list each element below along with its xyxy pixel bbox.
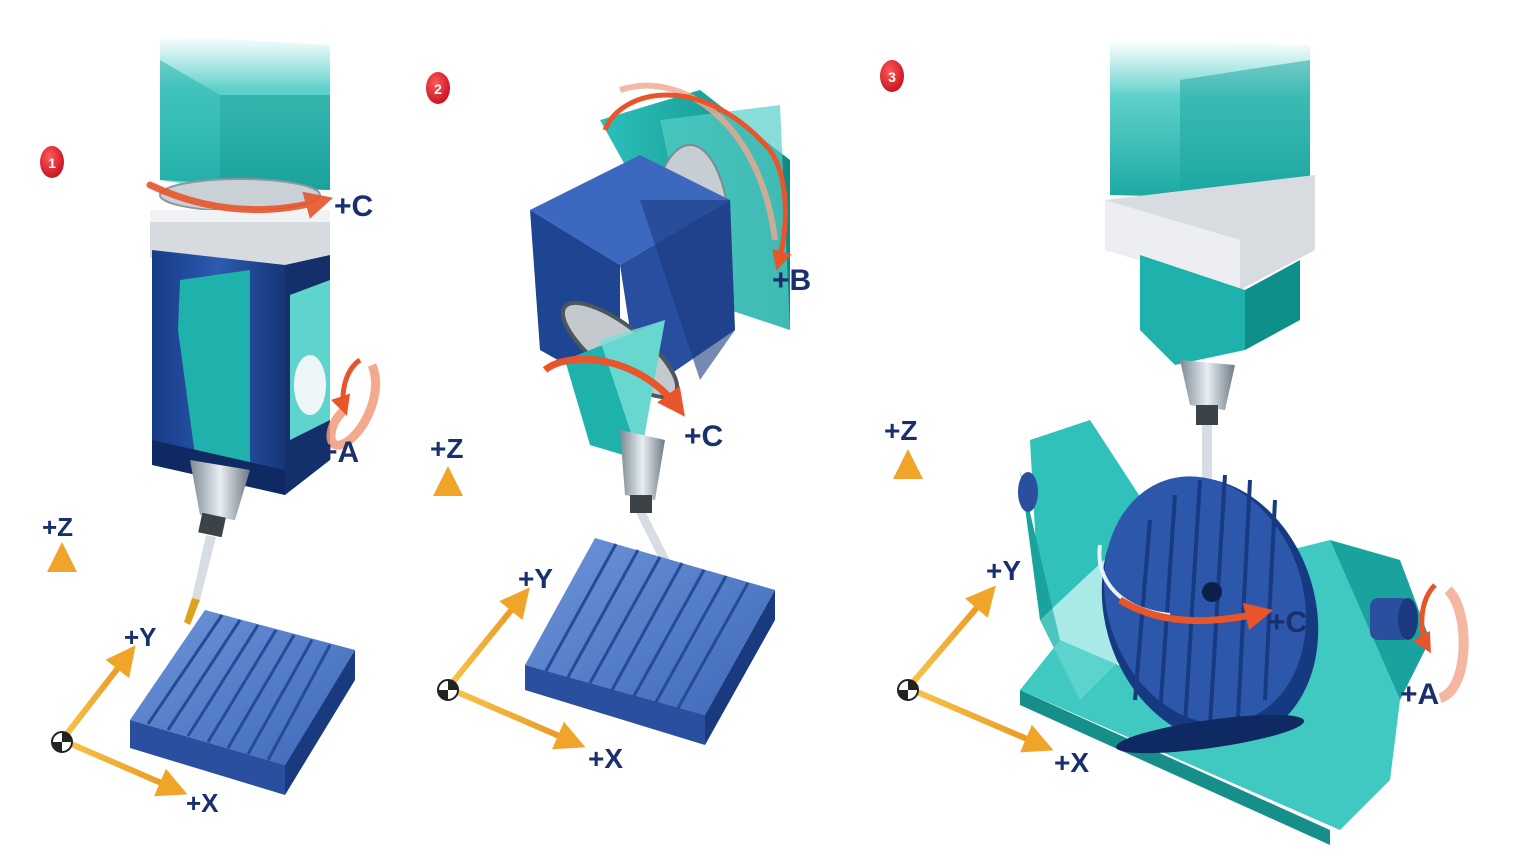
rotation-label-c-1: +C bbox=[334, 190, 373, 223]
worktable-2 bbox=[525, 538, 775, 745]
axes-1: +Z +Y +X bbox=[42, 512, 219, 818]
badge-2: 2 bbox=[426, 72, 450, 104]
tilting-head-1 bbox=[152, 250, 330, 495]
axis-label-y-2: +Y bbox=[518, 563, 553, 594]
panel-2: 2 +B +C bbox=[426, 72, 811, 774]
tool-1 bbox=[184, 460, 250, 625]
axis-label-z-1: +Z bbox=[42, 512, 73, 542]
axis-label-z-2: +Z bbox=[430, 433, 463, 464]
svg-text:2: 2 bbox=[434, 81, 442, 97]
axis-label-z-3: +Z bbox=[884, 415, 917, 446]
rotation-label-a-1: +A bbox=[320, 436, 359, 469]
tool-3 bbox=[1180, 360, 1235, 530]
axis-label-x-3: +X bbox=[1054, 747, 1089, 778]
panel-1: 1 bbox=[40, 35, 381, 818]
rotation-label-b-2: +B bbox=[772, 264, 811, 297]
axes-3: +Z +Y +X bbox=[884, 415, 1089, 778]
axis-label-y-3: +Y bbox=[986, 555, 1021, 586]
axis-label-x-2: +X bbox=[588, 743, 623, 774]
axis-label-x-1: +X bbox=[186, 788, 219, 818]
svg-text:1: 1 bbox=[48, 155, 56, 171]
rotation-label-c-3: +C bbox=[1268, 606, 1307, 639]
badge-3: 3 bbox=[880, 60, 904, 92]
spindle-column-3 bbox=[1105, 40, 1315, 365]
axis-label-y-1: +Y bbox=[124, 622, 157, 652]
worktable-1 bbox=[130, 610, 355, 795]
badge-1: 1 bbox=[40, 146, 64, 178]
rotation-label-a-3: +A bbox=[1400, 678, 1439, 711]
axes-2: +Z +Y +X bbox=[430, 433, 623, 774]
spindle-column-1 bbox=[160, 35, 330, 190]
rotation-label-c-2: +C bbox=[684, 420, 723, 453]
rotary-table-3 bbox=[1101, 474, 1319, 754]
panel-3: 3 bbox=[880, 40, 1469, 845]
svg-text:3: 3 bbox=[888, 69, 896, 85]
